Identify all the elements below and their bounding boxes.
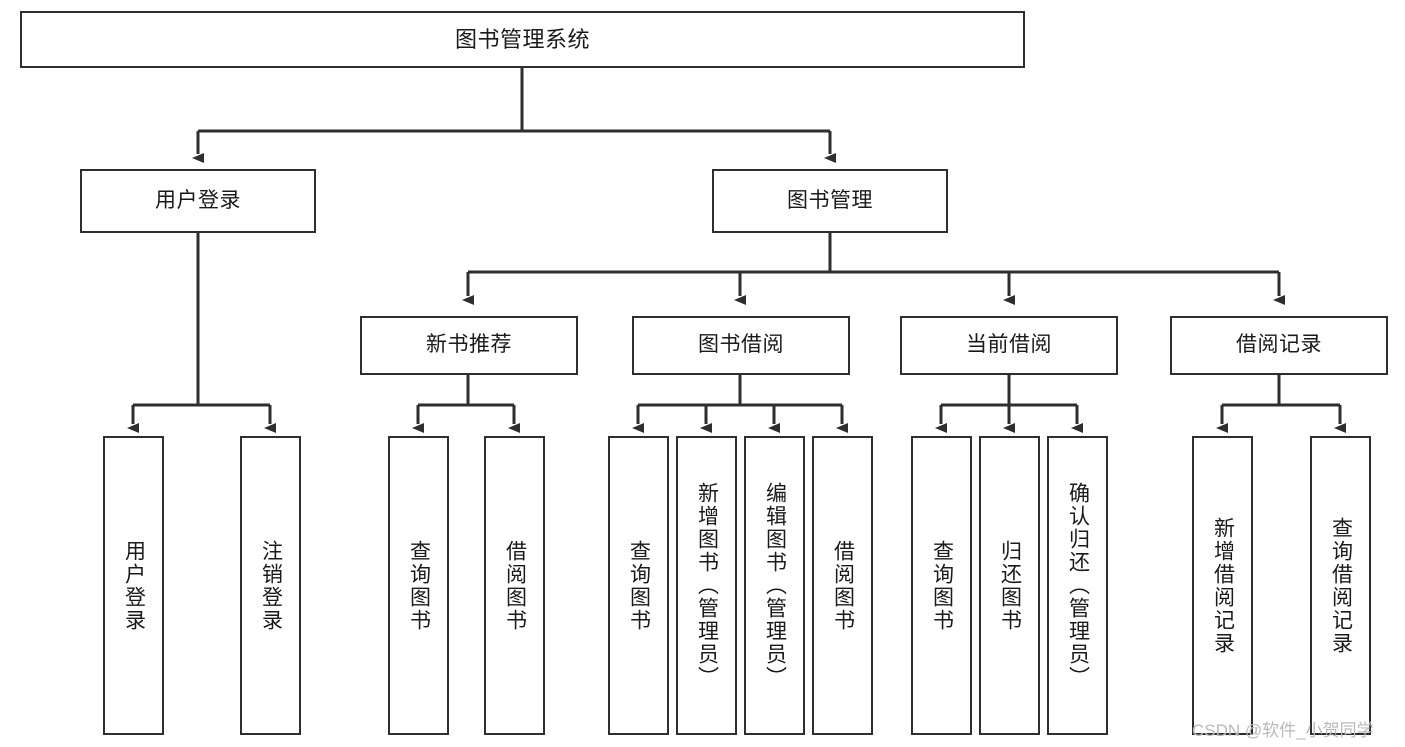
- leaf-current-return-book[interactable]: 归还图书: [979, 436, 1040, 735]
- leaf-borrow-add-book-admin[interactable]: 新增图书（管理员）: [676, 436, 737, 735]
- node-label: 图书借阅: [698, 333, 784, 357]
- leaf-user-login-logout[interactable]: 注销登录: [240, 436, 301, 735]
- node-label: 借阅图书: [831, 539, 855, 632]
- node-label: 查询图书: [407, 539, 431, 632]
- node-book-management[interactable]: 图书管理: [712, 169, 948, 233]
- node-label: 用户登录: [155, 188, 241, 212]
- leaf-borrow-edit-book-admin[interactable]: 编辑图书（管理员）: [744, 436, 805, 735]
- node-current-borrow[interactable]: 当前借阅: [900, 316, 1118, 375]
- node-new-book-recommend[interactable]: 新书推荐: [360, 316, 578, 375]
- node-label: 新书推荐: [426, 333, 512, 357]
- node-label: 查询图书: [930, 539, 954, 632]
- node-label: 用户登录: [122, 539, 146, 632]
- leaf-borrow-borrow-book[interactable]: 借阅图书: [812, 436, 873, 735]
- node-label: 新增图书（管理员）: [695, 482, 719, 689]
- node-label: 当前借阅: [966, 333, 1052, 357]
- node-borrow-record[interactable]: 借阅记录: [1170, 316, 1388, 375]
- leaf-borrow-query-book[interactable]: 查询图书: [608, 436, 669, 735]
- node-label: 借阅记录: [1236, 333, 1322, 357]
- leaf-record-add-record[interactable]: 新增借阅记录: [1192, 436, 1253, 735]
- leaf-user-login-login[interactable]: 用户登录: [103, 436, 164, 735]
- leaf-recommend-borrow-book[interactable]: 借阅图书: [484, 436, 545, 735]
- node-label: 查询借阅记录: [1329, 516, 1353, 655]
- leaf-current-query-book[interactable]: 查询图书: [911, 436, 972, 735]
- node-user-login[interactable]: 用户登录: [80, 169, 316, 233]
- node-label: 图书管理: [787, 188, 873, 212]
- node-root-system[interactable]: 图书管理系统: [20, 11, 1025, 68]
- node-label: 编辑图书（管理员）: [763, 482, 787, 689]
- node-label: 图书管理系统: [454, 26, 590, 52]
- node-label: 新增借阅记录: [1211, 516, 1235, 655]
- node-label: 归还图书: [998, 539, 1022, 632]
- watermark-csdn: CSDN @软件_小贺同学: [1192, 721, 1374, 740]
- node-label: 注销登录: [259, 539, 283, 632]
- node-label: 确认归还（管理员）: [1066, 482, 1090, 689]
- leaf-record-query-record[interactable]: 查询借阅记录: [1310, 436, 1371, 735]
- leaf-current-confirm-return-admin[interactable]: 确认归还（管理员）: [1047, 436, 1108, 735]
- node-label: 借阅图书: [503, 539, 527, 632]
- node-label: 查询图书: [627, 539, 651, 632]
- node-book-borrow[interactable]: 图书借阅: [632, 316, 850, 375]
- leaf-recommend-query-book[interactable]: 查询图书: [388, 436, 449, 735]
